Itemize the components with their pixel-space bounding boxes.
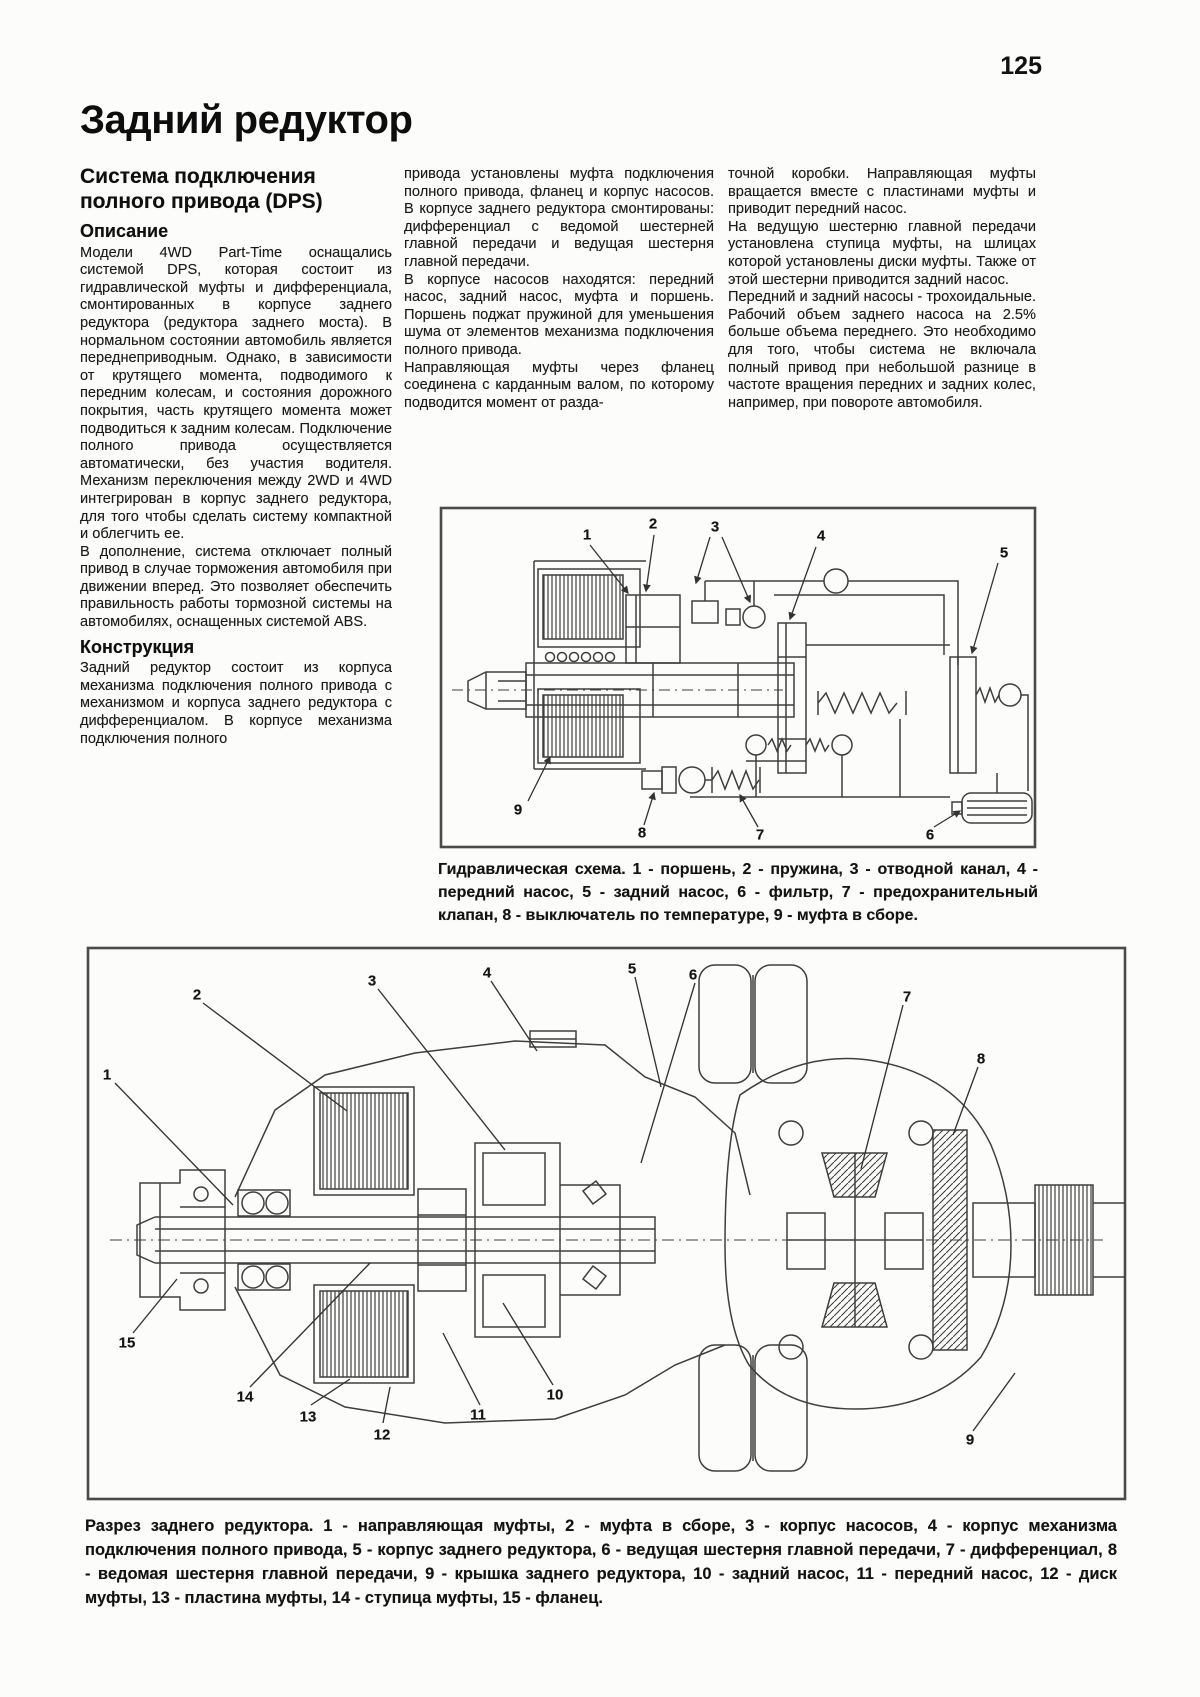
fig2-callout: 7 [902, 988, 912, 1006]
fig2-callout: 3 [367, 972, 377, 990]
fig2-callout: 15 [118, 1334, 136, 1352]
column-right: точной коробки. Направляющая муфты враща… [728, 166, 1036, 412]
fig2-callout: 2 [192, 986, 202, 1004]
paragraph: На ведущую шестерню главной передачи уст… [728, 218, 1036, 288]
fig1-callout: 2 [648, 515, 658, 533]
figure-hydraulic-caption: Гидравлическая схема. 1 - поршень, 2 - п… [438, 861, 1038, 924]
fig2-callout: 4 [482, 964, 492, 982]
figure-hydraulic-schematic: 1 2 3 4 5 6 7 8 9 [438, 505, 1038, 850]
fig1-callout: 8 [637, 824, 647, 842]
fig1-callout: 3 [710, 518, 720, 536]
fig1-callout: 4 [816, 527, 826, 545]
paragraph: Модели 4WD Part-Time оснащались системой… [80, 244, 392, 543]
fig2-callout: 9 [965, 1431, 975, 1449]
fig1-callout: 7 [755, 826, 765, 844]
page-number: 125 [1000, 52, 1042, 80]
subheading-description: Описание [80, 221, 169, 241]
fig1-callout: 6 [925, 826, 935, 844]
paragraph: точной коробки. Направляющая муфты враща… [728, 166, 1036, 218]
column-middle: привода установлены муфта подключения по… [404, 166, 714, 412]
fig1-callout: 1 [582, 526, 592, 544]
fig2-callout: 12 [373, 1426, 391, 1444]
fig2-callout: 5 [627, 960, 637, 978]
paragraph: Задний редуктор состоит из корпуса механ… [80, 660, 392, 747]
fig2-callout: 8 [976, 1050, 986, 1068]
column-left: Система подключения полного привода (DPS… [80, 164, 392, 748]
cross-section-drawing [86, 946, 1127, 1501]
figure-cross-section-caption: Разрез заднего редуктора. 1 - направляющ… [85, 1517, 1117, 1607]
paragraph: Передний и задний насосы - трохоидальные… [728, 289, 1036, 411]
section-heading: Система подключения полного привода (DPS… [80, 165, 323, 213]
fig2-callout: 14 [236, 1388, 254, 1406]
paragraph: В дополнение, система отключает полный п… [80, 543, 392, 631]
page-title: Задний редуктор [80, 98, 413, 142]
fig2-callout: 6 [688, 966, 698, 984]
subheading-construction: Конструкция [80, 636, 195, 657]
figure-cross-section: 1 2 3 4 5 6 7 8 9 10 11 12 13 14 15 [85, 945, 1128, 1502]
fig2-callout: 11 [470, 1406, 486, 1424]
fig1-callout: 9 [513, 801, 523, 819]
paragraph: привода установлены муфта подключения по… [404, 166, 714, 270]
fig2-callout: 1 [102, 1066, 112, 1084]
fig2-callout: 13 [299, 1408, 317, 1426]
paragraph: В корпусе насосов находятся: передний на… [404, 271, 714, 358]
hydraulic-schematic-drawing [439, 506, 1037, 849]
fig2-callout: 10 [546, 1386, 564, 1404]
paragraph: Направляющая муфты через фланец соединен… [404, 359, 714, 411]
fig1-callout: 5 [999, 544, 1009, 562]
